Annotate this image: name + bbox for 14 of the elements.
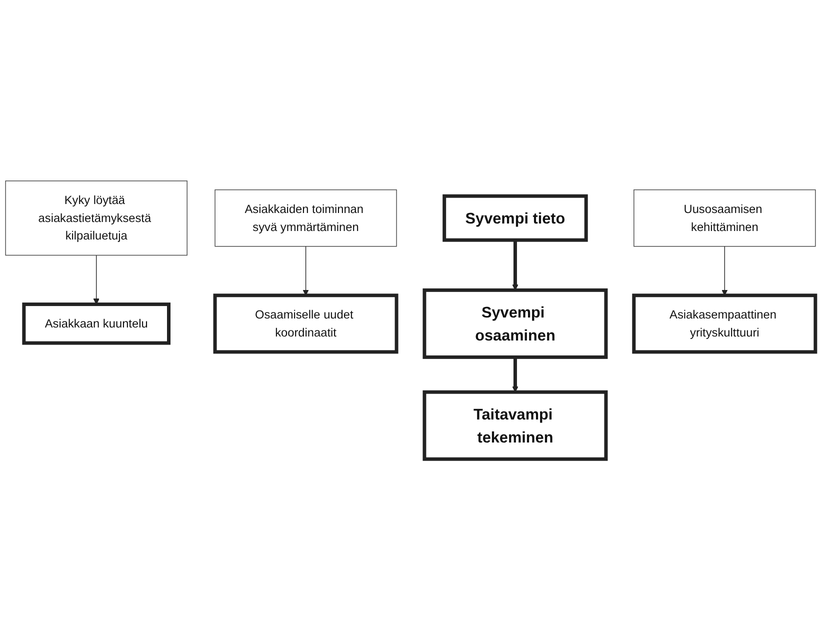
arrow	[512, 357, 518, 392]
node-box: Uusosaamisen kehittäminen	[634, 189, 816, 247]
node-box: Taitavampi tekeminen	[422, 390, 608, 461]
arrow	[93, 254, 100, 305]
node-box: Asiakkaan kuuntelu	[22, 302, 170, 345]
node-box: Osaamiselle uudet koordinaatit	[213, 294, 398, 354]
node-box: Kyky löytää asiakastietämyksestä kilpailuetuja	[5, 180, 188, 256]
node-box: Syvempi tieto	[442, 194, 588, 242]
arrow	[512, 240, 518, 290]
node-box: Asiakasempaattinen yrityskulttuuri	[632, 294, 818, 354]
arrow	[722, 246, 728, 296]
arrow	[302, 246, 309, 296]
node-box: Syvempi osaaminen	[422, 288, 608, 359]
node-box: Asiakkaiden toiminnan syvä ymmärtäminen	[214, 189, 397, 247]
